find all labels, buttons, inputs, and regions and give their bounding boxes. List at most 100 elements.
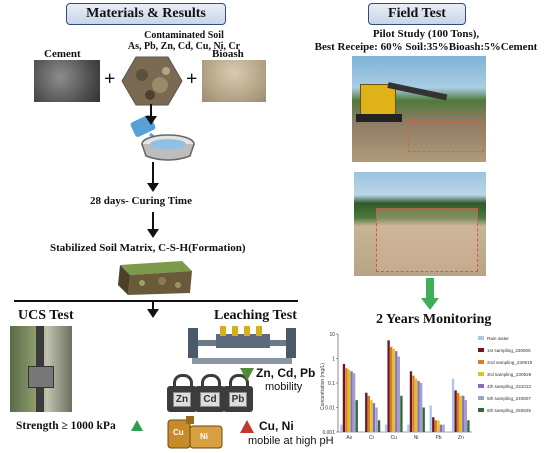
stabilized-soil-block-icon <box>118 261 192 295</box>
stockpile-photo <box>354 172 486 276</box>
monitoring-title: 2 Years Monitoring <box>376 312 492 327</box>
materials-results-header: Materials & Results <box>66 3 226 25</box>
contaminated-soil-photo <box>121 56 183 106</box>
chart-legend-label: 3rd sampling_230929 <box>487 372 532 377</box>
curing-time-step: 28 days- Curing Time <box>90 195 192 207</box>
reduced-mobility-metals: Zn, Cd, Pb <box>256 366 316 380</box>
leaching-test-title: Leaching Test <box>214 308 297 323</box>
chart-bar <box>400 395 403 432</box>
chart-legend-label: 2nd sampling_230919 <box>487 360 533 365</box>
chart-bar <box>395 351 398 432</box>
leaching-apparatus-icon <box>188 326 296 364</box>
ni-jar-label: Ni <box>200 432 208 441</box>
chart-x-tick-label: Zn <box>458 435 464 441</box>
chart-x-tick-label: Cu <box>391 435 398 441</box>
chart-bar <box>467 420 470 432</box>
monitoring-arrow-shaft <box>426 278 434 300</box>
flow-line-4 <box>152 300 154 310</box>
chart-bar <box>454 390 457 432</box>
flow-line-2 <box>152 162 154 184</box>
chart-bar <box>432 417 435 432</box>
chart-bar <box>414 378 418 432</box>
chart-x-tick-label: Pb <box>435 435 441 441</box>
chart-legend-swatch <box>478 408 484 412</box>
chart-bar <box>352 373 356 432</box>
high-ph-metals: Cu, Ni <box>259 419 294 433</box>
chart-bar <box>392 348 395 432</box>
chart-bar <box>345 368 348 432</box>
flow-line-1 <box>150 104 152 118</box>
chart-bar <box>342 363 346 432</box>
cement-photo <box>34 60 100 102</box>
chart-bar <box>397 356 401 432</box>
cd-lock-icon: Cd <box>195 374 225 412</box>
chart-y-axis-label: Concentration (mg/L) <box>320 363 326 410</box>
chart-legend-swatch <box>478 396 484 400</box>
chart-bar <box>412 375 415 432</box>
field-test-header: Field Test <box>368 3 466 25</box>
chart-legend-label: 1st sampling_230906 <box>487 348 531 353</box>
flow-arrow-4 <box>147 309 159 318</box>
chart-y-tick-label: 1 <box>332 356 335 362</box>
mixing-bowl-icon <box>130 115 195 161</box>
ucs-test-photo <box>10 326 72 412</box>
chart-bar <box>417 381 420 432</box>
pilot-line2: Best Receipe: 60% Soil:35%Bioash:5%Cemen… <box>314 41 538 53</box>
chart-bar <box>384 424 388 432</box>
chart-bar <box>375 407 378 432</box>
zn-lock-icon: Zn <box>167 374 197 412</box>
chart-bar <box>355 400 358 432</box>
chart-bar <box>365 392 368 432</box>
chart-bar <box>407 424 410 432</box>
chart-legend-swatch <box>478 336 484 340</box>
chart-legend-label: 5th sampling_240807 <box>487 396 531 401</box>
chart-y-tick-label: 0.001 <box>322 430 335 436</box>
chart-bar <box>372 403 376 432</box>
pilot-study-text: Pilot Study (100 Tons), Best Receipe: 60… <box>308 28 544 54</box>
pb-lock-label: Pb <box>228 391 248 407</box>
plus-sign-1: + <box>104 68 116 90</box>
soil-label-line1: Contaminated Soil <box>144 30 224 41</box>
chart-bar <box>457 392 460 432</box>
chart-legend-label: 6th sampling_250825 <box>487 408 531 413</box>
mobility-down-arrow-icon <box>240 368 254 381</box>
flow-arrow-2 <box>147 183 159 192</box>
cement-label: Cement <box>44 48 81 60</box>
bioash-label: Bioash <box>212 48 244 60</box>
chart-legend-swatch <box>478 372 484 376</box>
chart-y-tick-label: 0.01 <box>325 405 335 411</box>
cu-jar-label: Cu <box>173 428 184 437</box>
chart-bar <box>390 346 393 432</box>
chart-x-tick-label: As <box>346 435 352 441</box>
flow-line-3 <box>152 212 154 230</box>
chart-legend-swatch <box>478 348 484 352</box>
ucs-test-title: UCS Test <box>18 308 74 323</box>
chart-bar <box>464 400 468 432</box>
chart-x-tick-label: Cr <box>369 435 375 441</box>
branch-line <box>14 300 298 302</box>
pilot-line1: Pilot Study (100 Tons), <box>372 28 480 40</box>
flow-arrow-3 <box>147 229 159 238</box>
chart-bar <box>442 424 445 432</box>
chart-bar <box>370 400 373 432</box>
strength-up-arrow-icon <box>131 420 143 431</box>
chart-legend-swatch <box>478 360 484 364</box>
monitoring-arrow-icon <box>421 298 439 310</box>
chart-bar <box>429 405 432 432</box>
flow-arrow-1 <box>145 116 157 125</box>
chart-x-tick-label: Ni <box>414 435 419 441</box>
chart-bar <box>451 378 455 432</box>
chart-bar <box>377 420 381 432</box>
reduced-mobility-caption: mobility <box>265 381 303 393</box>
chart-legend-label: Rain water <box>487 336 509 341</box>
chart-y-tick-label: 10 <box>329 332 335 338</box>
chart-bar <box>437 420 440 432</box>
cd-lock-label: Cd <box>200 391 220 407</box>
contaminated-soil-label: Contaminated Soil As, Pb, Zn, Cd, Cu, Ni… <box>118 30 250 52</box>
stabilized-matrix-step: Stabilized Soil Matrix, C-S-H(Formation) <box>50 242 246 254</box>
mobility-up-arrow-icon <box>240 420 254 433</box>
chart-bar <box>422 407 425 432</box>
chart-legend-label: 4th sampling_231013 <box>487 384 531 389</box>
chart-bar <box>347 369 351 432</box>
pb-lock-icon: Pb <box>223 374 253 412</box>
